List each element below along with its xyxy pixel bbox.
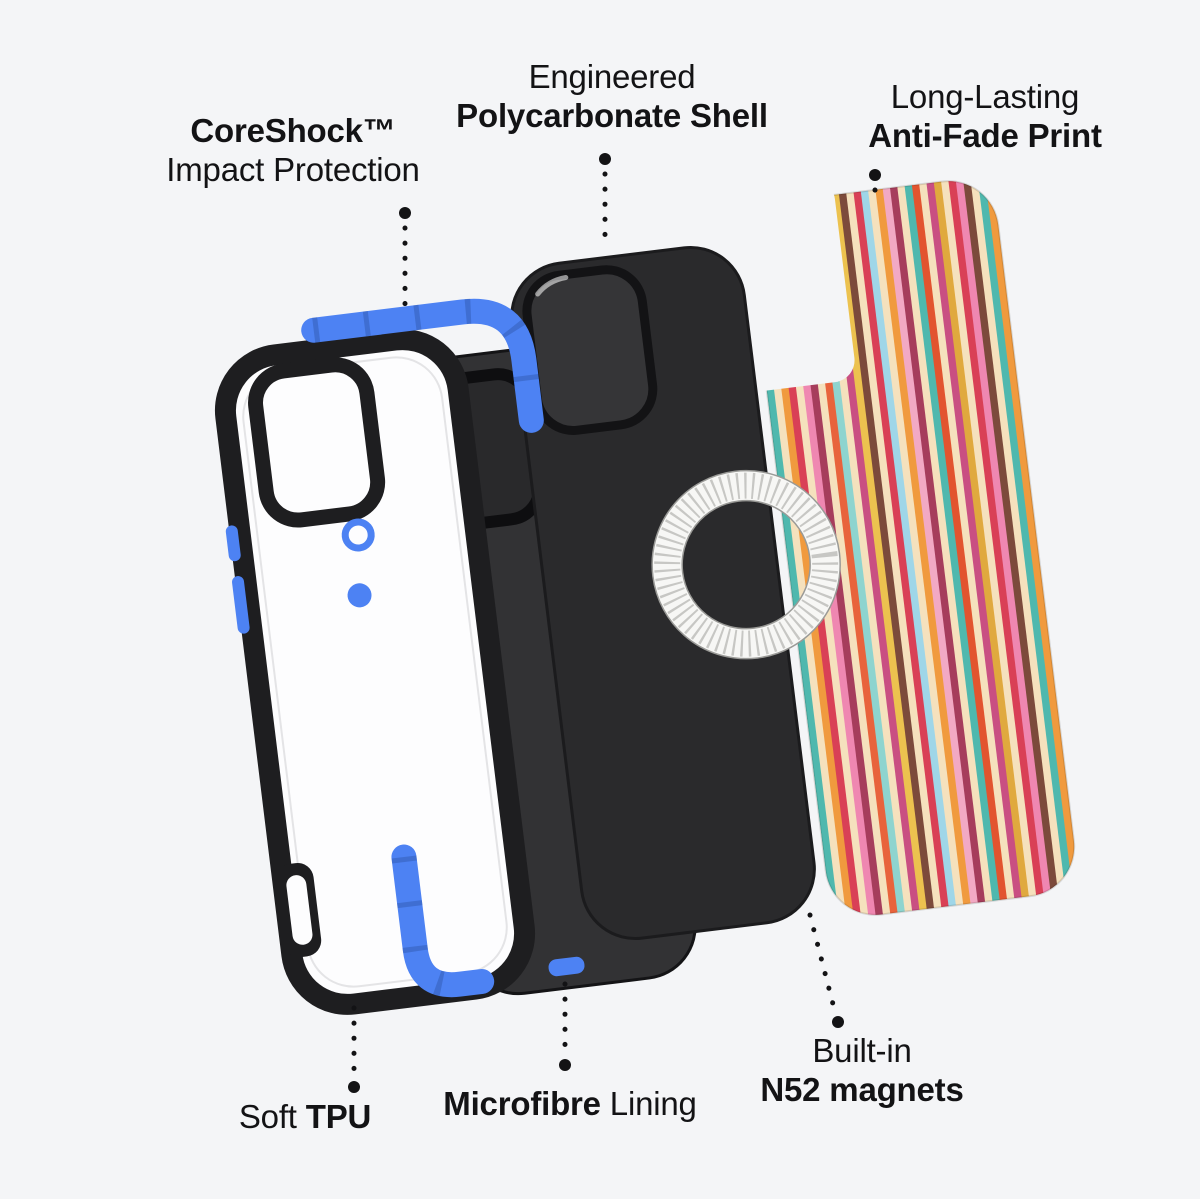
label-magnets-line2: N52 magnets — [760, 1070, 964, 1108]
lining-blue-tab — [548, 956, 585, 977]
stripe — [853, 189, 950, 910]
stripe — [940, 178, 1037, 899]
plate-outline — [748, 180, 1076, 916]
case-blue-dot-detail — [347, 583, 372, 608]
label-polycarbonate-line2: Polycarbonate Shell — [456, 96, 768, 134]
stripe — [897, 184, 994, 904]
stripe — [831, 192, 928, 912]
stripe — [962, 176, 1059, 896]
stripe — [911, 182, 1008, 902]
stripe — [882, 185, 979, 906]
coreshock-insert-top — [301, 298, 544, 433]
case-slot-cutout — [286, 875, 313, 945]
connector-shell-dot — [599, 153, 611, 165]
connector-magnets-line — [807, 912, 837, 1011]
stripe — [904, 183, 1001, 903]
stripe — [955, 176, 1052, 897]
plate-camera-notch — [717, 179, 855, 392]
label-antifade-line2: Anti-Fade Print — [868, 116, 1102, 154]
magsafe-ring-inner-edge — [681, 499, 811, 630]
label-microfibre-regular: Lining — [609, 1085, 697, 1122]
label-antifade-line1: Long-Lasting — [890, 78, 1080, 115]
label-polycarbonate-line1: Engineered — [528, 58, 696, 95]
connector-magnets-dot — [832, 1016, 844, 1028]
stripe — [970, 175, 1067, 895]
stripe — [984, 175, 1080, 893]
label-microfibre: Microfibre Lining — [443, 1085, 697, 1124]
label-soft-tpu-bold: TPU — [305, 1098, 372, 1135]
magsafe-ring-hatch — [654, 472, 839, 657]
label-magnets: Built-in N52 magnets — [760, 1032, 963, 1110]
label-coreshock-line2: Impact Protection — [166, 150, 420, 188]
stripe — [860, 188, 957, 909]
label-microfibre-bold: Microfibre — [443, 1085, 601, 1122]
stripe — [867, 187, 965, 908]
label-soft-tpu-regular: Soft — [238, 1098, 297, 1135]
coreshock-top-bracket — [301, 298, 544, 433]
stripe — [875, 186, 972, 907]
label-polycarbonate: Engineered Polycarbonate Shell — [456, 58, 768, 136]
connector-microfibre-dot — [559, 1059, 571, 1071]
magsafe-ring-outer-edge — [651, 469, 841, 660]
connector-tpu-dot — [348, 1081, 360, 1093]
stripe — [889, 185, 986, 905]
coreshock-bottom-bracket — [391, 844, 495, 998]
case-camera-ring — [248, 357, 386, 528]
case-blue-ring-detail — [341, 518, 375, 552]
magsafe-ring — [651, 469, 841, 660]
connector-coreshock-dot — [399, 207, 411, 219]
case-side-button-small — [225, 525, 241, 562]
coreshock-top-bracket-texture — [312, 298, 544, 422]
stripe — [948, 177, 1045, 898]
label-soft-tpu: Soft TPU — [239, 1098, 371, 1137]
connector-lines — [348, 153, 881, 1093]
stripe — [838, 191, 935, 911]
stripe — [977, 175, 1074, 894]
polycarbonate-shell-layer — [510, 245, 841, 941]
coreshock-bottom-bracket-texture — [391, 855, 484, 998]
tpu-case-layer — [214, 329, 536, 1015]
label-antifade: Long-Lasting Anti-Fade Print — [868, 78, 1102, 156]
connector-antifade-dot — [869, 169, 881, 181]
coreshock-insert-bottom — [391, 844, 495, 998]
label-coreshock-line1: CoreShock™ — [190, 112, 396, 149]
label-coreshock: CoreShock™ Impact Protection — [166, 112, 420, 190]
stripe — [845, 190, 943, 910]
label-magnets-line1: Built-in — [812, 1032, 912, 1069]
stripe — [926, 180, 1023, 901]
stripe — [918, 181, 1016, 902]
anti-fade-print-plate — [717, 175, 1080, 921]
case-side-button-large — [232, 576, 250, 634]
shell-camera-highlight — [535, 274, 569, 297]
stripe — [933, 179, 1030, 900]
